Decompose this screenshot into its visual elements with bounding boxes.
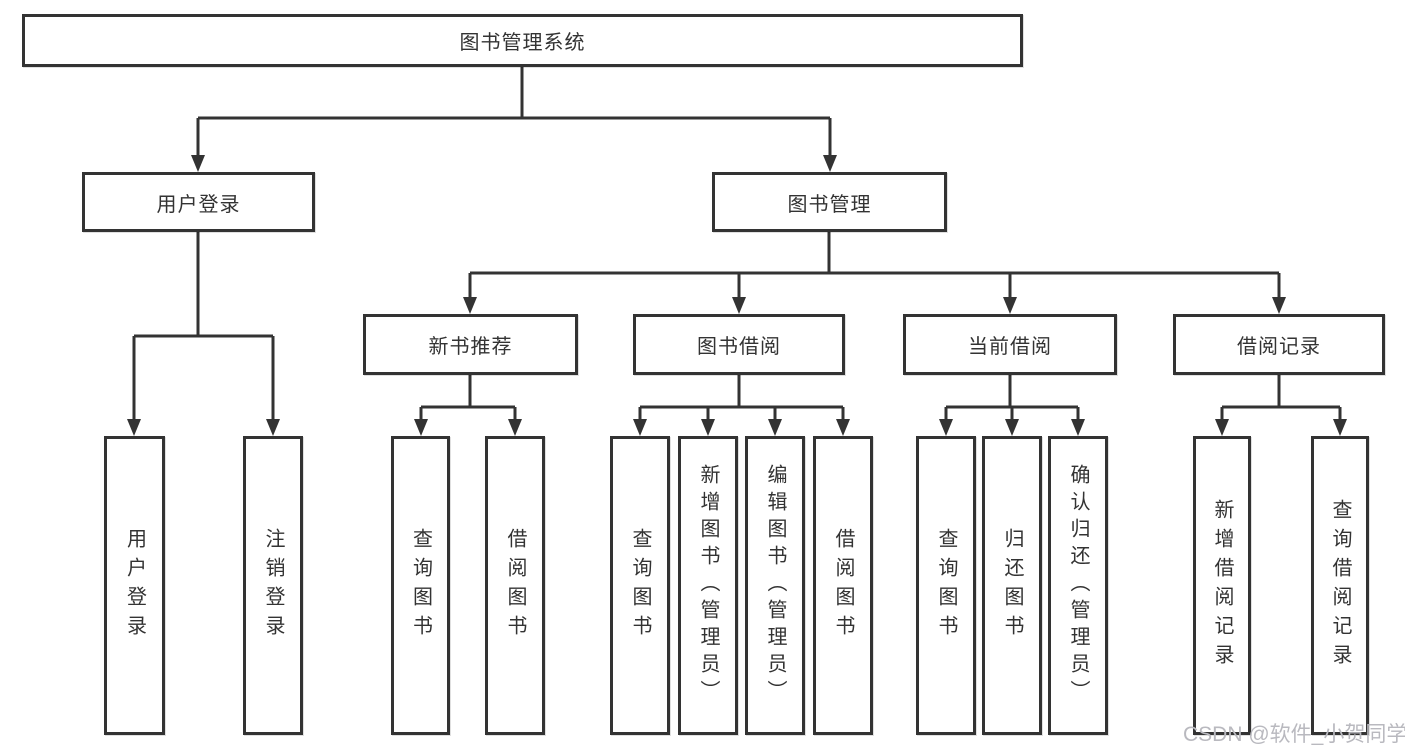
node-book-borrowing: 图书借阅 <box>633 314 845 375</box>
node-logout-action: 注销登录 <box>243 436 303 735</box>
node-current-borrowing: 当前借阅 <box>903 314 1117 375</box>
node-add-book-admin: 新增图书（管理员） <box>678 436 738 735</box>
node-return-book: 归还图书 <box>982 436 1042 735</box>
node-edit-book-admin: 编辑图书（管理员） <box>745 436 805 735</box>
node-user-login-action: 用户登录 <box>104 436 165 735</box>
node-book-management: 图书管理 <box>712 172 947 232</box>
node-new-book-recommendation: 新书推荐 <box>363 314 578 375</box>
node-borrow-book-borrowing: 借阅图书 <box>813 436 873 735</box>
node-confirm-return-admin: 确认归还（管理员） <box>1048 436 1108 735</box>
node-add-borrow-record: 新增借阅记录 <box>1193 436 1251 735</box>
node-user-login: 用户登录 <box>82 172 315 232</box>
node-library-management-system: 图书管理系统 <box>22 14 1023 67</box>
node-search-book-current: 查询图书 <box>916 436 976 735</box>
watermark: CSDN @软件_小贺同学 <box>1183 723 1405 746</box>
node-borrowing-records: 借阅记录 <box>1173 314 1385 375</box>
node-borrow-book-newbook: 借阅图书 <box>485 436 545 735</box>
node-search-book-newbook: 查询图书 <box>391 436 450 735</box>
node-search-borrow-record: 查询借阅记录 <box>1311 436 1369 735</box>
node-search-book-borrowing: 查询图书 <box>610 436 670 735</box>
